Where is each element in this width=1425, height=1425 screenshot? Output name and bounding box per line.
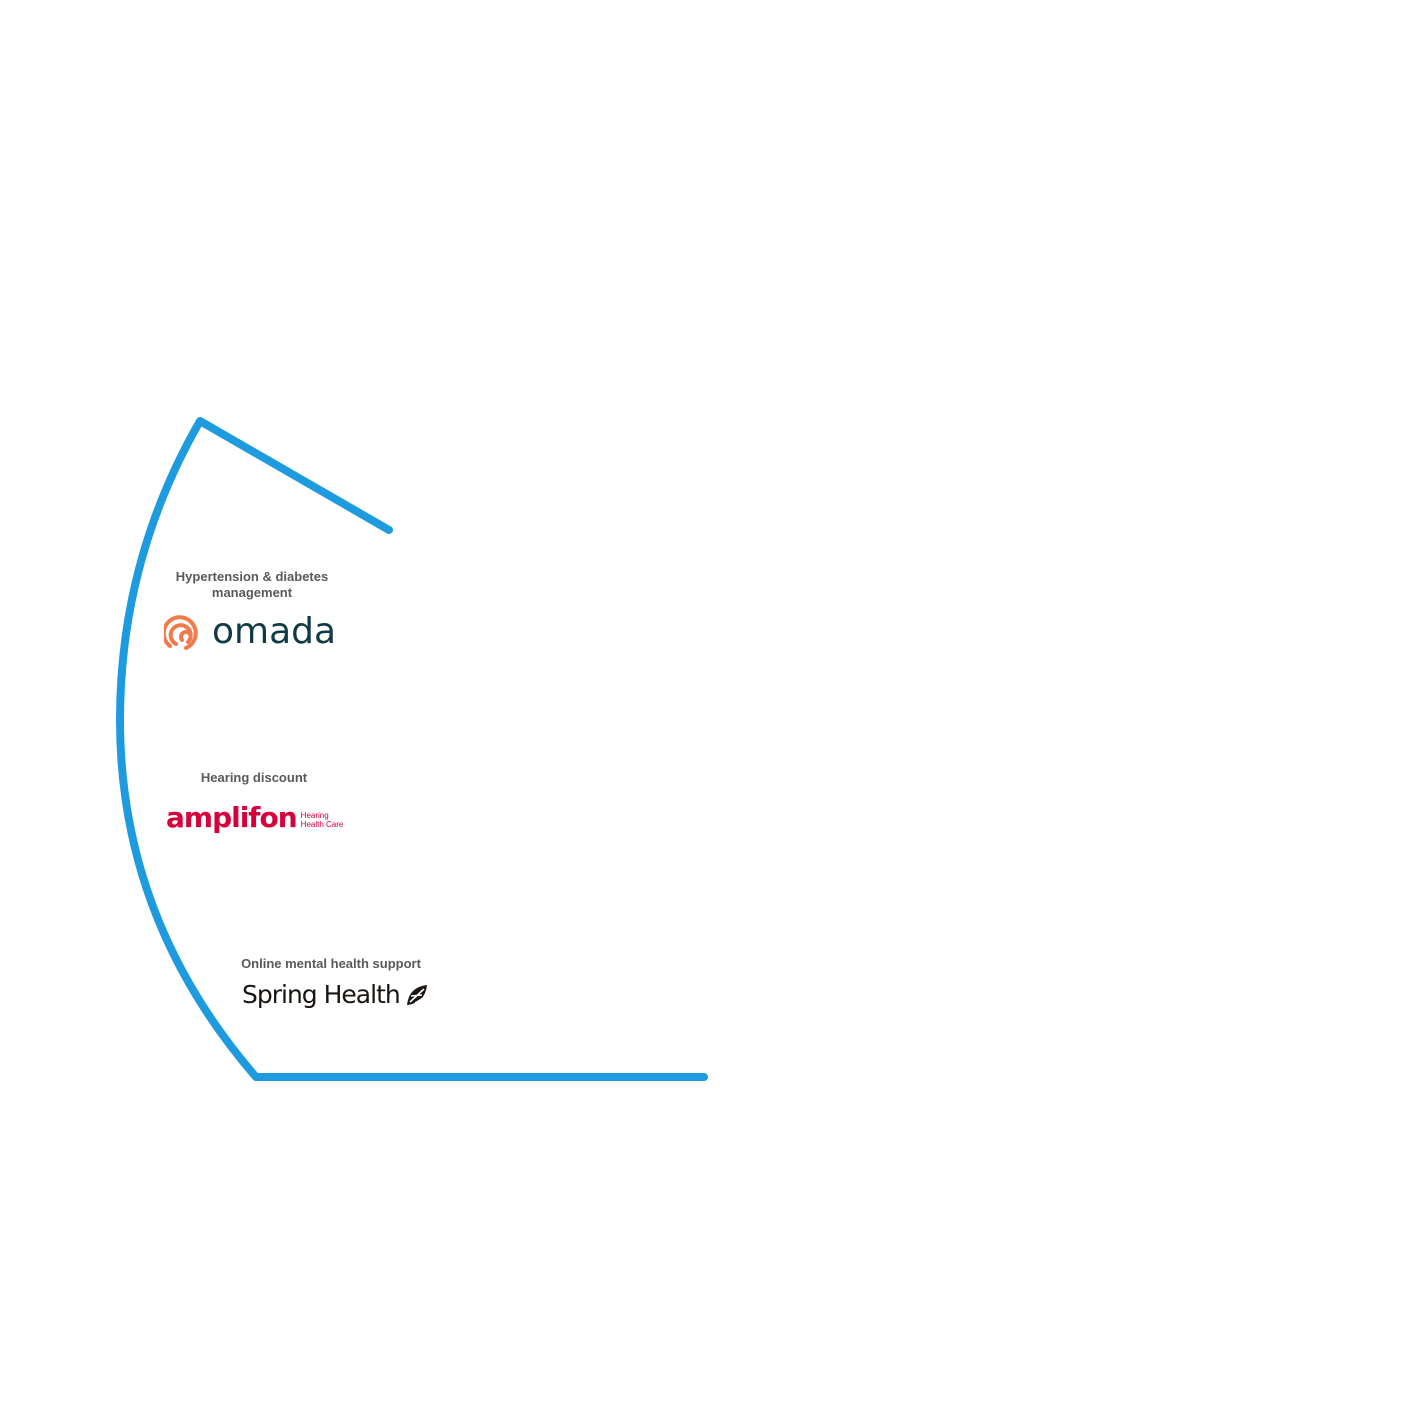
spring-health-service-label: Online mental health support	[241, 956, 421, 971]
amplifon-service-label: Hearing discount	[200, 770, 308, 785]
omada-logo: omada	[164, 610, 336, 652]
label-line: management	[211, 585, 293, 600]
spring-health-wordmark: Spring Health	[242, 980, 401, 1009]
amplifon-sub2: Health Care	[300, 819, 344, 829]
amplifon-wordmark: amplifon	[166, 801, 298, 834]
leaf-icon	[406, 984, 427, 1005]
spring-health-logo: Spring Health	[242, 980, 429, 1009]
omada-service-label: Hypertension & diabetes management	[152, 569, 352, 601]
amplifon-sub1: Hearing	[300, 810, 329, 820]
label-line: Hypertension & diabetes	[175, 569, 329, 584]
amplifon-logo: amplifon Hearing Health Care	[166, 801, 343, 834]
omada-wordmark: omada	[212, 610, 337, 652]
omada-mark-icon	[164, 615, 198, 650]
